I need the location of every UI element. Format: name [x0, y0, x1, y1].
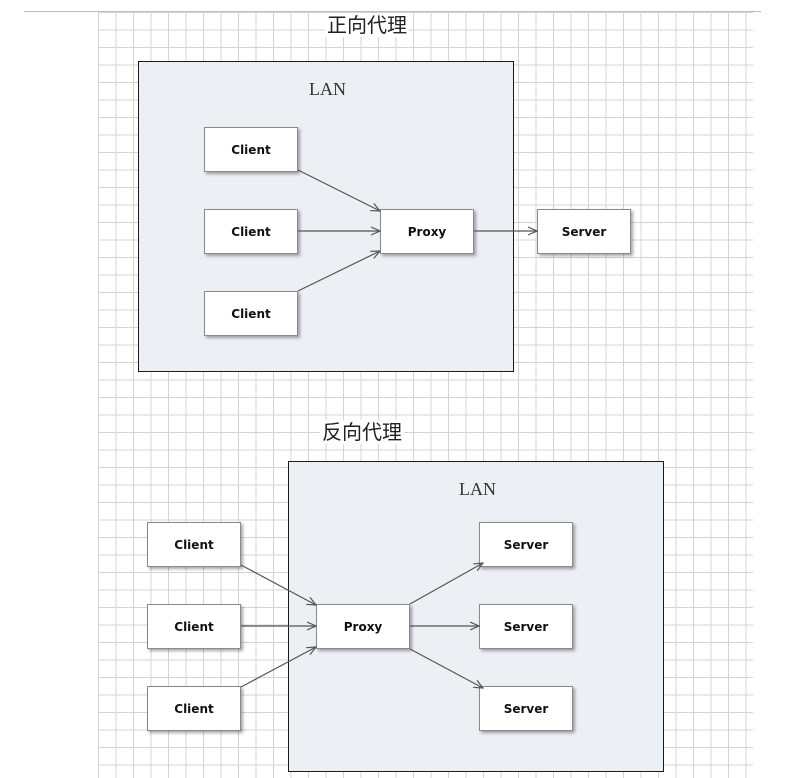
top-divider [24, 11, 761, 12]
reverse-proxy-node: Proxy [316, 604, 410, 649]
reverse-client-1: Client [147, 522, 241, 567]
reverse-proxy-title: 反向代理 [320, 420, 404, 444]
forward-lan-label: LAN [309, 79, 346, 99]
reverse-client-3: Client [147, 686, 241, 731]
reverse-lan-label: LAN [459, 479, 496, 499]
forward-server-node: Server [537, 209, 631, 254]
reverse-server-1: Server [479, 522, 573, 567]
forward-client-1: Client [204, 127, 298, 172]
forward-proxy-node: Proxy [380, 209, 474, 254]
forward-client-3: Client [204, 291, 298, 336]
forward-proxy-title: 正向代理 [325, 13, 409, 37]
reverse-server-3: Server [479, 686, 573, 731]
reverse-server-2: Server [479, 604, 573, 649]
forward-client-2: Client [204, 209, 298, 254]
reverse-client-2: Client [147, 604, 241, 649]
